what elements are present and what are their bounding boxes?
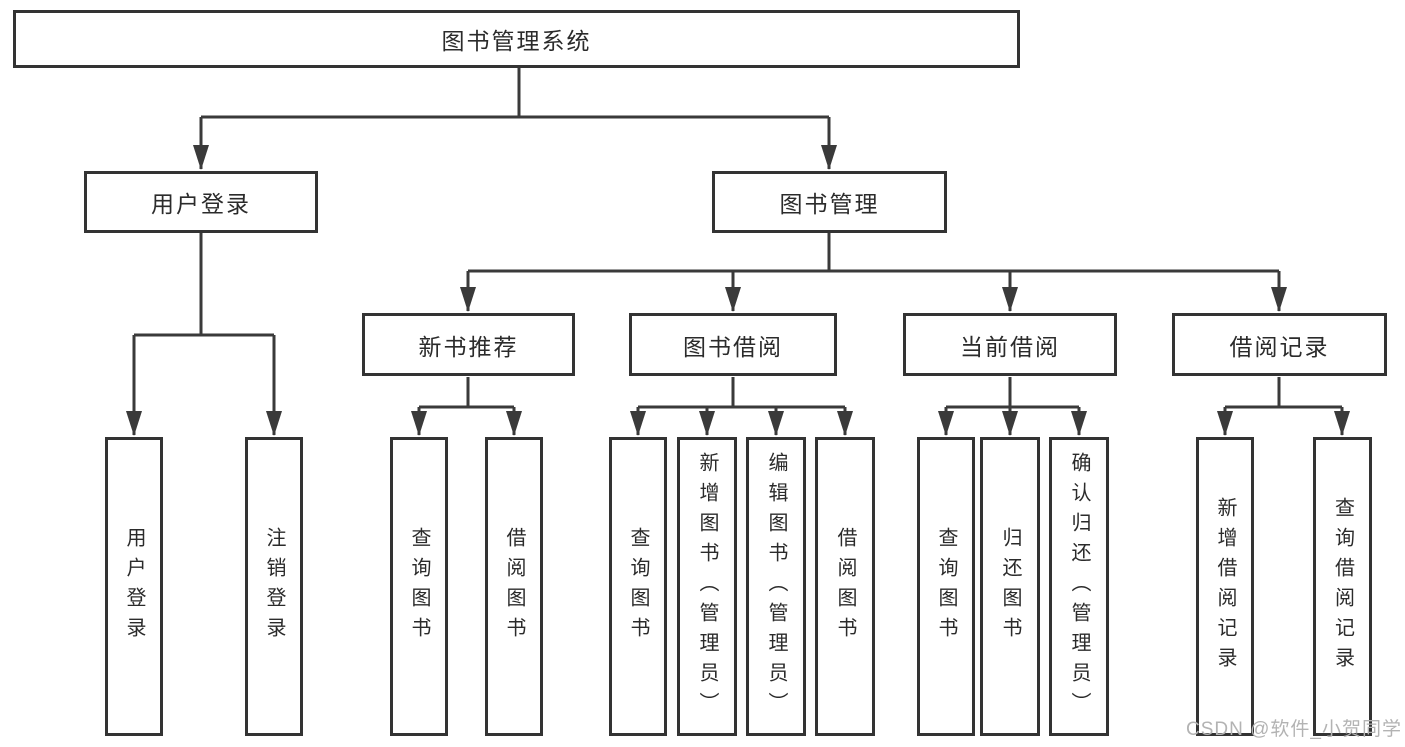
node-label: 新书推荐 (418, 333, 519, 360)
node-label: 编辑图书（管理员） (765, 451, 787, 722)
leaf-borrow-books-recommend: 借阅图书 (485, 437, 543, 736)
leaf-borrow-books: 借阅图书 (815, 437, 875, 736)
csdn-watermark: CSDN @软件_小贺同学 (1186, 719, 1402, 740)
leaf-edit-book-admin: 编辑图书（管理员） (746, 437, 806, 736)
node-label: 查询图书 (935, 526, 957, 647)
node-label: 确认归还（管理员） (1068, 451, 1090, 722)
node-label: 新增图书（管理员） (696, 451, 718, 722)
node-label: 查询图书 (408, 526, 430, 647)
leaf-confirm-return-admin: 确认归还（管理员） (1049, 437, 1109, 736)
node-label: 用户登录 (151, 191, 251, 217)
leaf-user-login: 用户登录 (105, 437, 163, 736)
node-label: 查询借阅记录 (1331, 496, 1354, 677)
node-book-management: 图书管理 (712, 171, 947, 233)
node-label: 查询图书 (627, 526, 649, 647)
leaf-query-books-borrow: 查询图书 (609, 437, 667, 736)
node-new-book-recommend: 新书推荐 (362, 313, 575, 376)
node-current-borrowing: 当前借阅 (903, 313, 1117, 376)
node-borrowing-records: 借阅记录 (1172, 313, 1387, 376)
leaf-add-book-admin: 新增图书（管理员） (677, 437, 737, 736)
node-label: 借阅图书 (834, 526, 856, 647)
leaf-query-books-recommend: 查询图书 (390, 437, 448, 736)
node-label: 借阅记录 (1229, 333, 1330, 360)
node-label: 图书管理系统 (441, 28, 592, 54)
leaf-add-borrow-record: 新增借阅记录 (1196, 437, 1254, 736)
node-user-login: 用户登录 (84, 171, 318, 233)
node-book-borrowing: 图书借阅 (629, 313, 837, 376)
leaf-return-book: 归还图书 (980, 437, 1040, 736)
node-label: 注销登录 (263, 526, 285, 647)
node-label: 用户登录 (123, 526, 145, 647)
node-library-management-system: 图书管理系统 (13, 10, 1020, 68)
node-label: 图书管理 (779, 191, 880, 217)
node-label: 归还图书 (999, 526, 1021, 647)
leaf-query-books-current: 查询图书 (917, 437, 975, 736)
node-label: 借阅图书 (503, 526, 525, 647)
node-label: 当前借阅 (960, 333, 1060, 360)
leaf-query-borrow-record: 查询借阅记录 (1313, 437, 1372, 736)
leaf-logout: 注销登录 (245, 437, 303, 736)
node-label: 新增借阅记录 (1214, 496, 1236, 677)
node-label: 图书借阅 (683, 333, 783, 360)
